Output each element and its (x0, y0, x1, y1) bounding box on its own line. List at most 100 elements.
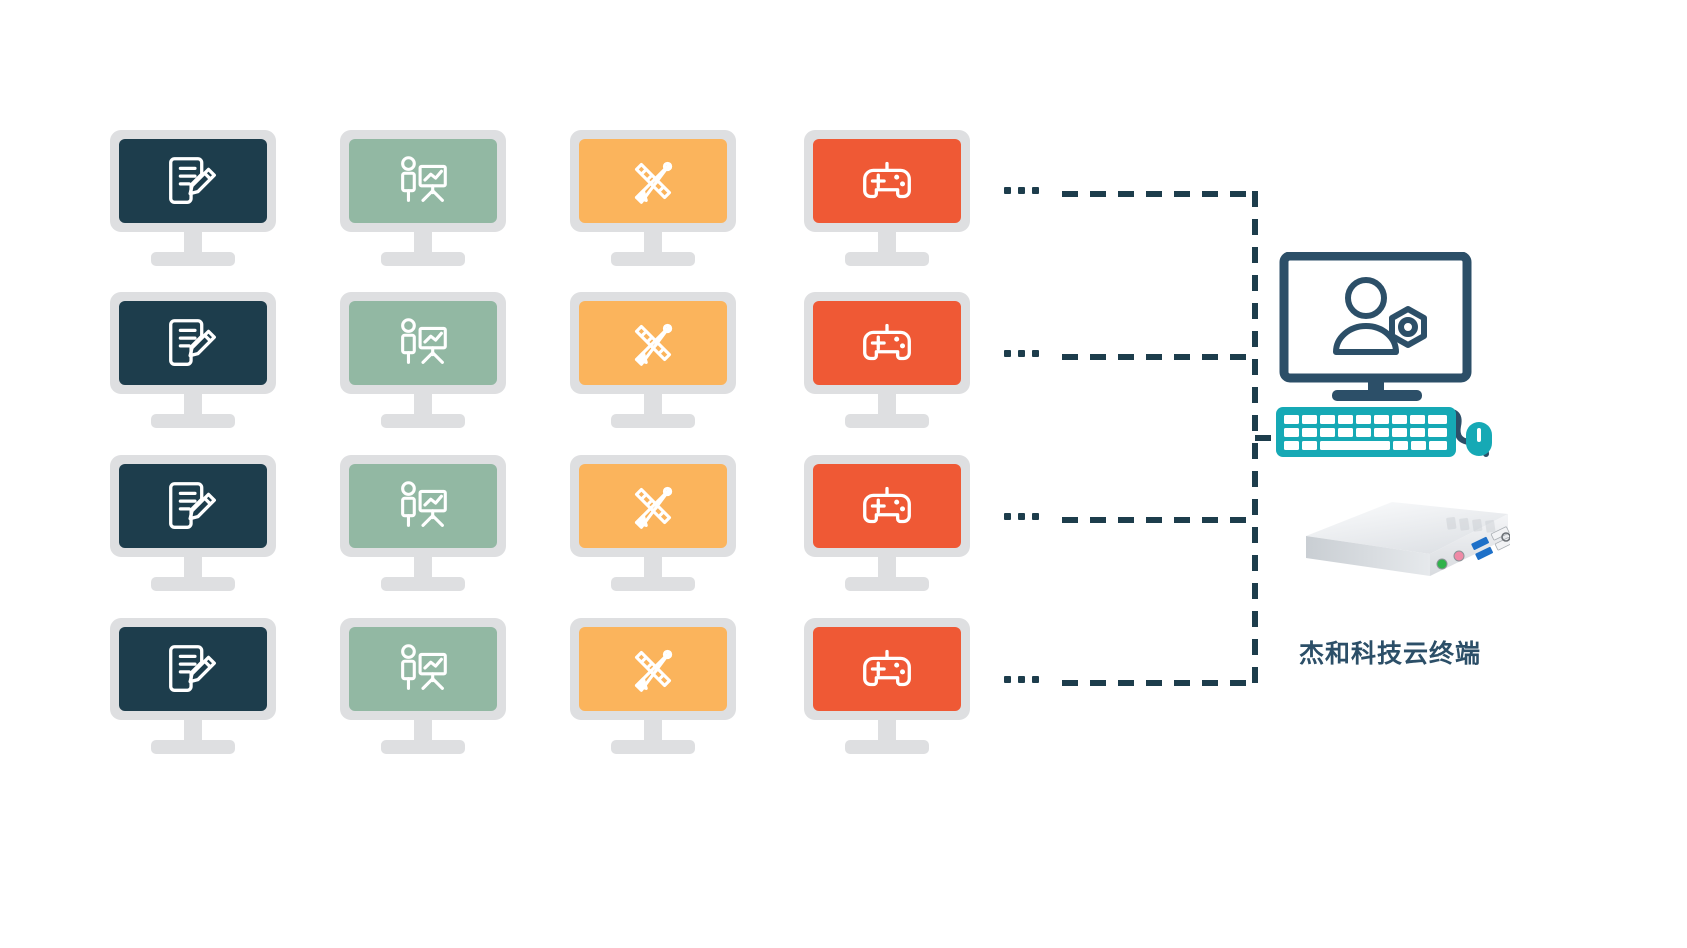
monitor-base (151, 577, 235, 591)
headphone-jack (1436, 558, 1448, 570)
client-monitor-presentation[interactable] (340, 130, 506, 272)
monitor-neck (644, 557, 662, 579)
monitor-neck (414, 720, 432, 742)
client-monitor-gaming[interactable] (804, 618, 970, 760)
monitor-base (381, 252, 465, 266)
client-monitor-gaming[interactable] (804, 130, 970, 272)
monitor-screen (119, 301, 267, 385)
presentation-board-icon (401, 644, 447, 690)
document-pencil-icon (169, 482, 216, 529)
client-monitor-gaming[interactable] (804, 455, 970, 597)
document-pencil-icon (169, 319, 216, 366)
document-pencil-icon (169, 645, 216, 692)
monitor-screen (119, 464, 267, 548)
gamepad-icon (863, 486, 911, 524)
monitor-base (151, 252, 235, 266)
monitor-screen (119, 627, 267, 711)
monitor-screen (579, 464, 727, 548)
monitor-screen (813, 627, 961, 711)
monitor-frame (570, 130, 736, 232)
monitor-neck (184, 232, 202, 254)
client-monitor-design[interactable] (570, 455, 736, 597)
row-ellipsis (1004, 513, 1040, 520)
usb3-port-2 (1475, 546, 1494, 560)
admin-monitor-base (1332, 390, 1422, 401)
client-monitor-document[interactable] (110, 618, 276, 760)
monitor-frame (804, 455, 970, 557)
row-ellipsis (1004, 187, 1040, 194)
client-monitor-presentation[interactable] (340, 292, 506, 434)
monitor-base (845, 252, 929, 266)
monitor-base (151, 414, 235, 428)
document-pencil-icon (169, 157, 216, 204)
monitor-neck (878, 394, 896, 416)
monitor-base (611, 414, 695, 428)
device-ports (1436, 526, 1514, 570)
client-monitor-design[interactable] (570, 618, 736, 760)
monitor-frame (110, 292, 276, 394)
microphone-jack (1453, 550, 1465, 562)
monitor-base (151, 740, 235, 754)
monitor-frame (570, 455, 736, 557)
ruler-pencil-icon (634, 649, 673, 692)
monitor-neck (184, 394, 202, 416)
client-monitor-document[interactable] (110, 292, 276, 434)
presentation-board-icon (401, 481, 447, 527)
client-row (104, 130, 1004, 270)
gamepad-icon (863, 161, 911, 199)
cloud-terminal-cluster: 杰和科技云终端 (1270, 251, 1550, 712)
monitor-frame (804, 292, 970, 394)
monitor-base (611, 252, 695, 266)
usb3-port-1 (1471, 536, 1490, 550)
monitor-screen (579, 139, 727, 223)
client-monitor-presentation[interactable] (340, 455, 506, 597)
client-row (104, 455, 1004, 595)
monitor-screen (349, 139, 497, 223)
monitor-frame (340, 618, 506, 720)
client-monitor-presentation[interactable] (340, 618, 506, 760)
client-monitor-design[interactable] (570, 130, 736, 272)
row-ellipsis (1004, 350, 1040, 357)
admin-workstation[interactable] (1270, 251, 1500, 457)
monitor-frame (570, 292, 736, 394)
client-monitor-design[interactable] (570, 292, 736, 434)
monitor-frame (110, 455, 276, 557)
monitor-screen (349, 464, 497, 548)
monitor-base (611, 740, 695, 754)
client-monitor-document[interactable] (110, 455, 276, 597)
monitor-base (381, 740, 465, 754)
mouse-icon (1466, 422, 1492, 456)
monitor-neck (414, 232, 432, 254)
monitor-neck (878, 720, 896, 742)
keyboard-icon (1276, 407, 1456, 457)
monitor-screen (813, 301, 961, 385)
monitor-neck (414, 557, 432, 579)
ruler-pencil-icon (634, 323, 673, 366)
monitor-screen (579, 627, 727, 711)
monitor-base (845, 740, 929, 754)
user-gear-icon (1333, 277, 1427, 355)
client-monitor-document[interactable] (110, 130, 276, 272)
monitor-neck (414, 394, 432, 416)
monitor-frame (804, 130, 970, 232)
monitor-neck (878, 232, 896, 254)
monitor-neck (644, 394, 662, 416)
monitor-screen (579, 301, 727, 385)
gamepad-icon (863, 649, 911, 687)
monitor-frame (340, 130, 506, 232)
thin-client-illustration (1306, 502, 1514, 576)
monitor-neck (644, 232, 662, 254)
client-monitor-gaming[interactable] (804, 292, 970, 434)
monitor-frame (570, 618, 736, 720)
monitor-screen (813, 139, 961, 223)
monitor-frame (110, 618, 276, 720)
device-left-face (1306, 536, 1430, 576)
monitor-screen (813, 464, 961, 548)
cloud-terminal-device[interactable] (1270, 492, 1514, 622)
monitor-neck (644, 720, 662, 742)
device-top-face (1306, 502, 1508, 554)
admin-monitor-neck (1368, 378, 1384, 392)
client-row (104, 292, 1004, 432)
monitor-screen (349, 301, 497, 385)
